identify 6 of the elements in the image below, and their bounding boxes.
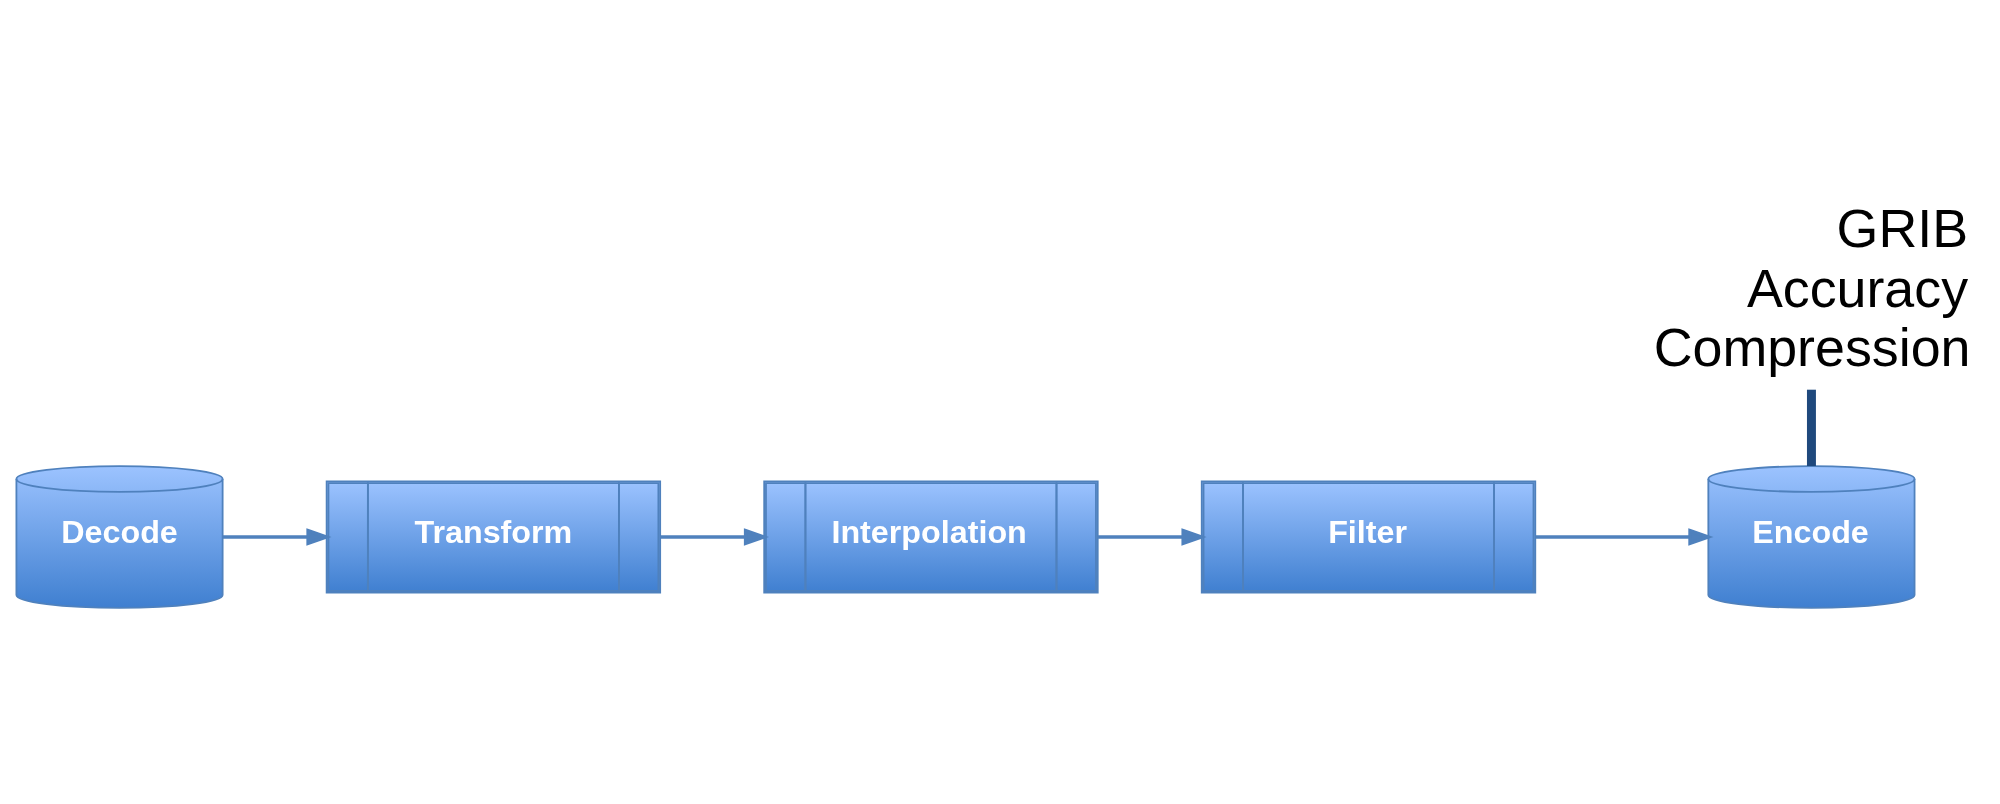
arrow — [1098, 527, 1207, 546]
arrow — [1535, 527, 1714, 546]
connector — [1806, 389, 1816, 466]
node-text: GRIB Accuracy Compression — [1653, 197, 1971, 377]
arrow — [223, 527, 332, 546]
arrow — [660, 527, 770, 546]
